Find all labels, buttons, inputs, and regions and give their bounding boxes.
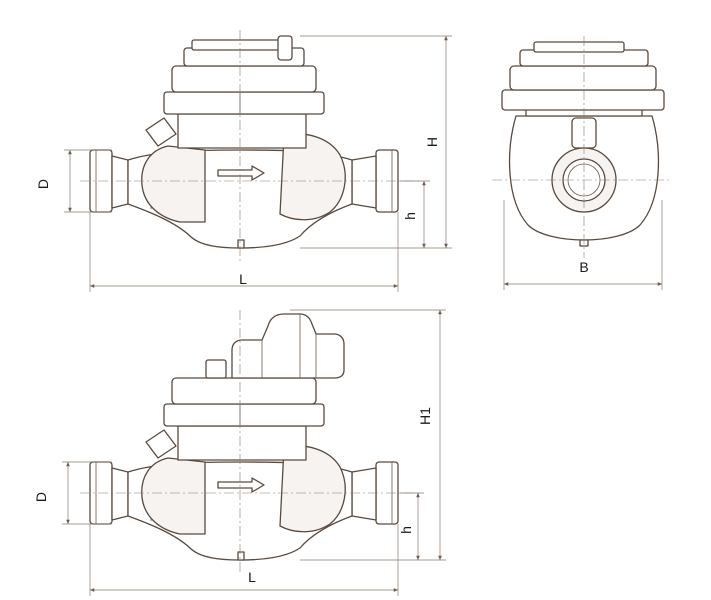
dim-label-diameter-2: D — [33, 492, 49, 502]
side-view-top: H h D L — [35, 30, 452, 292]
left-chamber-2 — [141, 457, 206, 535]
dim-label-h1-total: H1 — [417, 407, 433, 425]
side-fitting-2 — [145, 429, 177, 459]
register-housing-2 — [177, 425, 307, 461]
register-ring-2 — [163, 403, 325, 427]
register-cap — [171, 65, 317, 93]
dim-label-length-2: L — [248, 569, 256, 585]
dim-label-axis-height: h — [402, 212, 418, 220]
dim-label-h-total: H — [424, 137, 440, 147]
end-view: B — [492, 36, 672, 290]
flow-arrow-2 — [217, 477, 265, 493]
end-register-ring — [501, 89, 665, 111]
left-chamber — [141, 145, 206, 223]
dim-label-length: L — [239, 271, 247, 287]
dim-label-diameter: D — [35, 179, 51, 189]
dim-label-width-b: B — [579, 259, 588, 275]
side-view-bottom: H1 h D L — [33, 309, 446, 596]
hinged-lid — [231, 313, 345, 379]
flow-arrow — [217, 165, 265, 181]
register-ring — [163, 91, 325, 115]
register-housing — [177, 113, 307, 149]
right-chamber-2 — [279, 445, 346, 533]
end-register-cap — [509, 65, 657, 91]
right-chamber — [279, 133, 346, 221]
side-fitting — [145, 117, 177, 147]
dim-label-axis-height-2: h — [398, 526, 414, 534]
register-cap-2 — [171, 377, 317, 405]
